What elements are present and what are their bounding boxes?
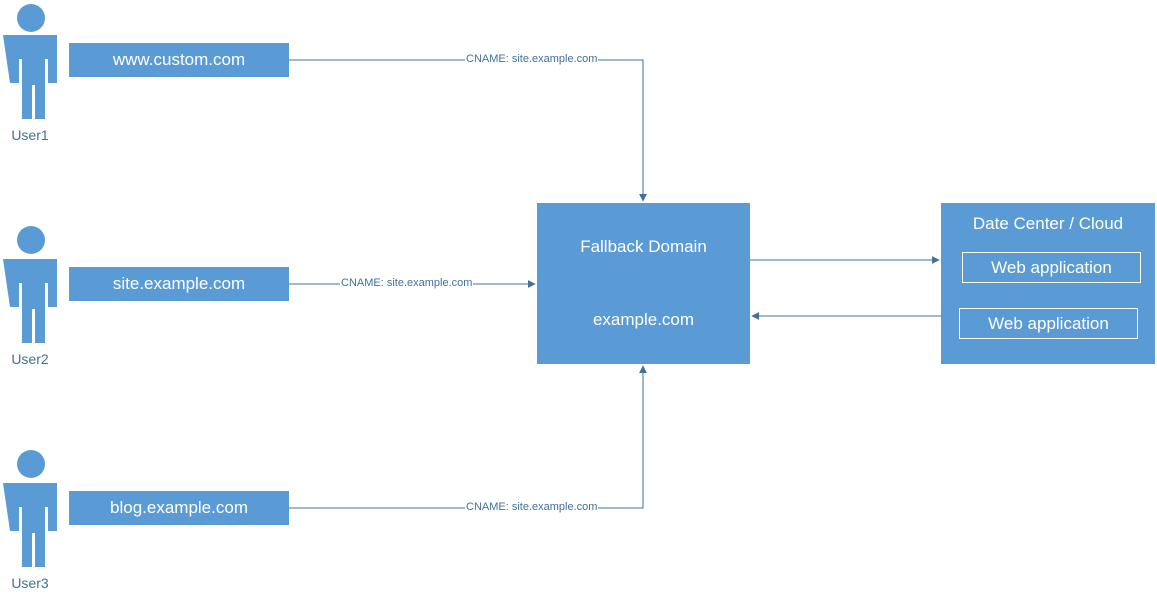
fallback-domain-title: Fallback Domain: [580, 237, 707, 256]
domain-box-site: site.example.com: [69, 267, 289, 301]
fallback-domain-name: example.com: [592, 310, 695, 329]
user1-label: User1: [11, 127, 49, 143]
datacenter-title: Date Center / Cloud: [972, 214, 1124, 233]
user3-person-icon: [3, 450, 57, 567]
connector-user1-to-fallback: [289, 59, 647, 202]
edge-label-user1: CNAME: site.example.com: [465, 53, 599, 66]
edge-label-user3: CNAME: site.example.com: [465, 501, 599, 514]
datacenter-box: Date Center / Cloud Web application Web …: [941, 203, 1155, 364]
web-application-box-2: Web application: [959, 308, 1138, 339]
edge-label-user2: CNAME: site.example.com: [340, 277, 474, 290]
user3-label: User3: [11, 575, 49, 591]
domain-box-custom: www.custom.com: [69, 43, 289, 77]
user2-label: User2: [11, 351, 49, 367]
user2-person-icon: [3, 226, 57, 343]
user1-person-icon: [3, 4, 57, 119]
web-application-box-1: Web application: [962, 252, 1141, 283]
domain-box-blog: blog.example.com: [69, 491, 289, 525]
fallback-domain-box: Fallback Domain example.com: [537, 203, 750, 364]
connector-user3-to-fallback: [289, 365, 647, 509]
